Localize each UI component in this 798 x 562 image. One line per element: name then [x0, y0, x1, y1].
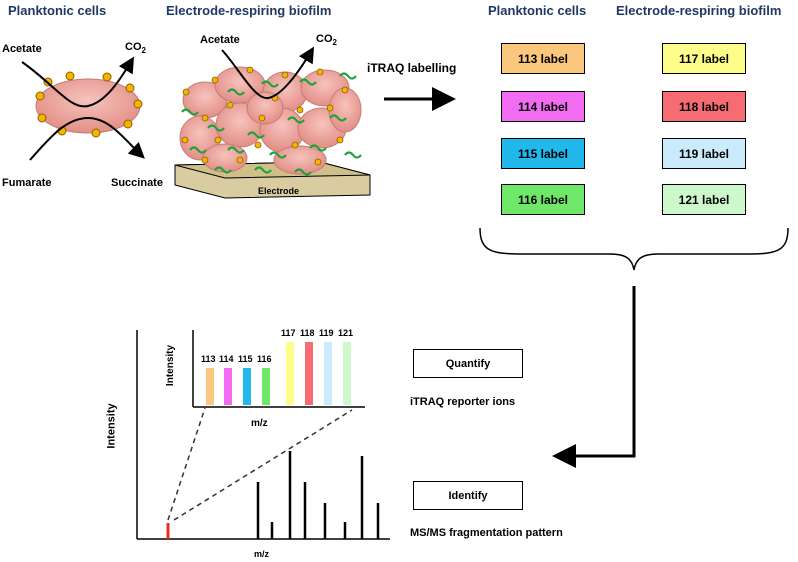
reporter-ion-label-114: 114	[219, 354, 234, 364]
pc-co2-subscript: 2	[141, 46, 146, 56]
main-x-label: m/z	[254, 549, 270, 559]
inset-spectrum	[192, 330, 365, 408]
left-biofilm-header: Electrode-respiring biofilm	[166, 3, 332, 18]
reporter-ion-label-118: 118	[300, 328, 315, 338]
biofilm-cluster	[174, 46, 371, 199]
label-115: 115 label	[501, 138, 585, 169]
right-planktonic-header: Planktonic cells	[488, 3, 587, 18]
reporter-ion-bar-121	[343, 342, 351, 405]
reporter-ion-bar-115	[243, 368, 251, 405]
zoom-line-right	[173, 409, 353, 521]
label-113: 113 label	[501, 43, 585, 74]
itraq-labelling-text: iTRAQ labelling	[367, 61, 457, 75]
label-117: 117 label	[662, 43, 746, 74]
reporter-ion-bar-117	[286, 342, 294, 405]
bf-co2-text: CO	[316, 33, 333, 45]
reporter-ion-bar-118	[305, 342, 313, 405]
reporter-ion-bar-116	[262, 368, 270, 405]
reporter-ion-label-119: 119	[319, 328, 334, 338]
bf-co2-subscript: 2	[332, 38, 337, 48]
reporter-ion-label-115: 115	[238, 354, 253, 364]
reporter-ion-label-116: 116	[257, 354, 272, 364]
pc-co2-text: CO	[125, 41, 142, 53]
right-biofilm-header: Electrode-respiring biofilm	[616, 3, 782, 18]
inset-x-label: m/z	[251, 418, 268, 429]
inset-y-label: Intensity	[165, 344, 177, 387]
main-spectrum	[136, 330, 390, 540]
label-121: 121 label	[662, 184, 746, 215]
zoom-line-left	[167, 407, 206, 521]
bf-acetate-label: Acetate	[200, 34, 240, 46]
left-planktonic-header: Planktonic cells	[8, 3, 107, 18]
label-116: 116 label	[501, 184, 585, 215]
planktonic-cell	[21, 56, 145, 161]
pc-succinate-label: Succinate	[111, 177, 163, 189]
label-118: 118 label	[662, 91, 746, 122]
electrode-label: Electrode	[258, 186, 300, 196]
label-119: 119 label	[662, 138, 746, 169]
pc-co2-label: CO2	[125, 41, 146, 55]
reporter-ion-label-117: 117	[281, 328, 296, 338]
pc-fumarate-label: Fumarate	[2, 177, 52, 189]
reporter-ion-bar-119	[324, 342, 332, 405]
label-114: 114 label	[501, 91, 585, 122]
identify-box: Identify	[413, 481, 523, 510]
reporter-ion-label-113: 113	[201, 354, 216, 364]
main-y-label: Intensity	[105, 403, 118, 449]
identify-caption: MS/MS fragmentation pattern	[410, 527, 563, 539]
reporter-ion-bar-113	[206, 368, 214, 405]
quantify-caption: iTRAQ reporter ions	[410, 396, 516, 408]
reporter-ion-label-121: 121	[338, 328, 354, 338]
grouping-brace	[479, 227, 789, 271]
quantify-box: Quantify	[413, 349, 523, 378]
pc-acetate-label: Acetate	[2, 43, 42, 55]
return-arrow	[552, 286, 636, 468]
reporter-ion-bar-114	[224, 368, 232, 405]
bf-co2-label: CO2	[316, 33, 337, 47]
